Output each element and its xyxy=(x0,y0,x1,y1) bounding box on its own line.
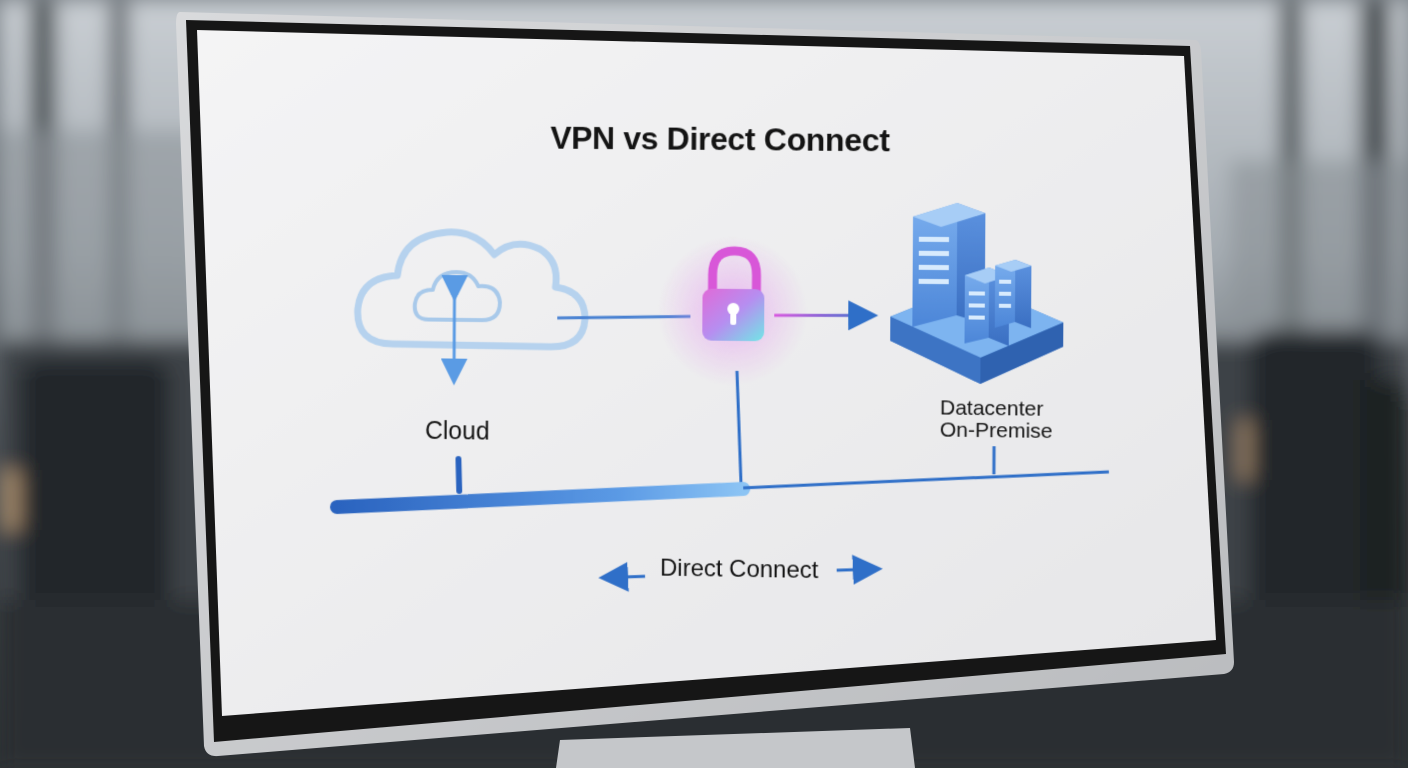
server-building-icon xyxy=(889,202,1064,385)
cloud-drop-line xyxy=(458,459,459,491)
datacenter-label-line1: Datacenter xyxy=(939,396,1044,421)
vpn-drop-line xyxy=(736,371,742,489)
datacenter-bus-line xyxy=(743,467,1109,493)
datacenter-label: Datacenter On-Premise xyxy=(939,396,1053,443)
cloud-icon xyxy=(357,231,585,347)
padlock-icon xyxy=(702,251,764,342)
direct-connect-bus xyxy=(337,483,743,513)
diagram-canvas: VPN vs Direct Connect Cloud Datacenter O… xyxy=(216,40,1217,701)
direct-connect-right-arrow xyxy=(837,568,877,571)
diagram-graphics xyxy=(216,40,1217,701)
direct-connect-left-arrow xyxy=(604,576,645,579)
direct-connect-label: Direct Connect xyxy=(659,554,819,585)
diagram-title: VPN vs Direct Connect xyxy=(550,119,890,159)
monitor-stand xyxy=(556,728,915,768)
cloud-updown-arrow xyxy=(454,296,455,380)
datacenter-label-line2: On-Premise xyxy=(939,418,1053,443)
vpn-line-lock-to-datacenter xyxy=(774,314,872,316)
cloud-label: Cloud xyxy=(424,416,490,446)
